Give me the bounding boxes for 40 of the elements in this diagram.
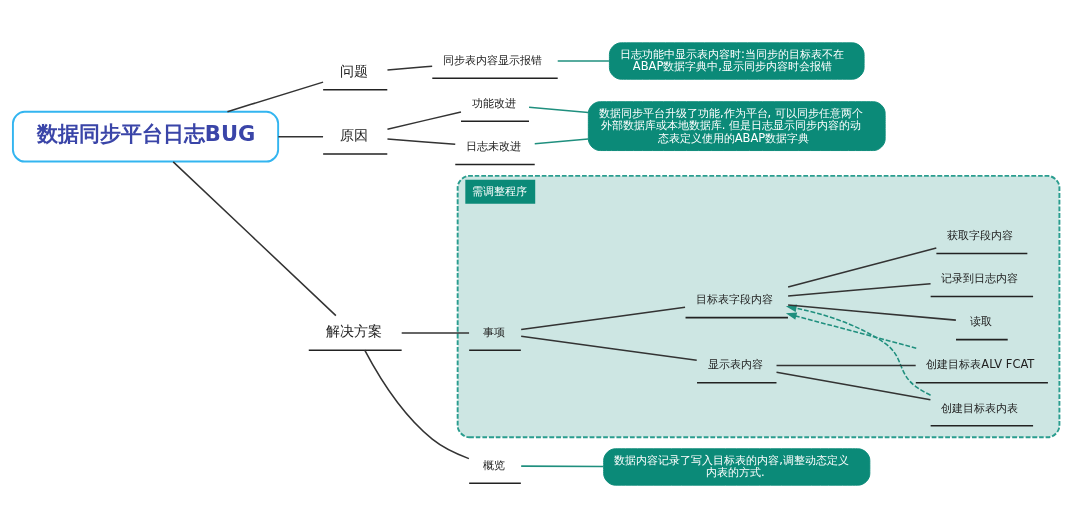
node-text: 创建目标表ALV FCAT: [926, 356, 1035, 371]
connector: [787, 282, 932, 297]
node-text: 记录到日志内容: [941, 270, 1019, 285]
arrow: [785, 304, 932, 396]
connector: [534, 137, 589, 145]
node-box: 数据同步平台升级了功能,作为平台, 可以同步任意两个外部数据库或本地数据库. 但是日志显示同步内容的动态表定义使用的ABAP数据字典: [587, 100, 886, 151]
connector: [400, 331, 470, 334]
node-text: 功能改进: [471, 95, 516, 110]
node-text: 获取字段内容: [946, 227, 1013, 242]
node-text: 目标表字段内容: [696, 291, 774, 306]
connector: [520, 306, 686, 330]
connector: [528, 105, 590, 113]
node-text: 事项: [483, 324, 506, 339]
connector: [277, 135, 324, 137]
connector: [787, 303, 957, 321]
node-text: 创建目标表内表: [941, 400, 1019, 415]
connector: [386, 137, 456, 145]
connector: [226, 80, 324, 112]
node-text: 同步表内容显示报错: [442, 52, 542, 67]
node-text: 显示表内容: [707, 356, 763, 371]
node-text: 解决方案: [326, 322, 383, 339]
connector: [386, 64, 433, 71]
node-text: 问题: [340, 62, 369, 79]
node-box: 日志功能中显示表内容时:当同步的目标表不在ABAP数据字典中,显示同步内容时会报错: [608, 41, 865, 80]
connector: [172, 160, 337, 316]
node-box: 数据同步平台日志BUG: [11, 110, 280, 162]
node-text: 日志未改进: [465, 138, 521, 153]
connector: [556, 59, 610, 62]
node-text: 概览: [483, 457, 506, 472]
connector: [775, 371, 932, 400]
node-text: 原因: [340, 126, 369, 143]
connector: [775, 364, 917, 366]
connector: [520, 335, 698, 361]
node-text: 读取: [969, 313, 992, 328]
connector: [520, 464, 605, 467]
connector: [386, 110, 462, 130]
node-box: 数据内容记录了写入目标表的内容,调整动态定义内表的方式.: [603, 447, 871, 486]
connector: [787, 246, 938, 288]
connector: [363, 348, 470, 459]
arrow: [785, 311, 917, 349]
